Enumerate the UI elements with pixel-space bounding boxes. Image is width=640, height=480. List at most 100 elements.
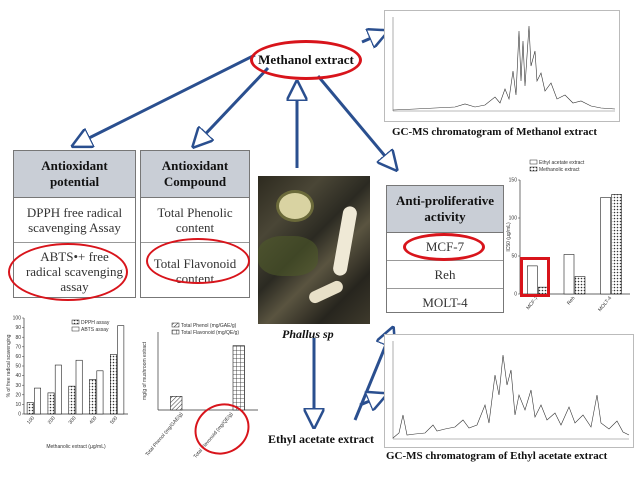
bar [68,385,76,415]
y-tick-label: 100 [509,216,518,222]
legend-swatch [71,326,80,332]
y-tick-label: 30 [15,383,21,389]
bar [26,402,34,415]
antioxidant-compound-header: Antioxidant Compound [141,151,249,198]
legend-swatch [529,159,538,165]
mushroom-cap [276,190,314,222]
y-axis-title: mg/g of mushroom extract [142,341,148,400]
x-tick-label: MCF-7 [525,295,540,311]
dpph-line-1: DPPH free radical [26,205,123,220]
gcms-top-chromatogram [384,10,620,122]
bar [170,396,183,411]
legend-label: Ethyl acetate extract [539,160,585,166]
antiproliferative-header: Anti-proliferative activity [387,186,503,233]
x-axis-title: Methanolic extract (µg/mL) [46,444,106,450]
antioxidant-compound-title-1: Antioxidant [161,158,229,173]
x-tick-label: 300 [68,415,78,425]
gcms-bottom-caption: GC-MS chromatogram of Ethyl acetate extr… [386,450,608,462]
antioxidant-potential-title-2: potential [49,174,100,189]
phenolic-line-1: Total Phenolic [157,205,233,220]
bar [34,387,41,415]
legend-swatch [529,166,538,172]
y-tick-label: 60 [15,354,21,360]
abts-highlight-oval [8,243,128,301]
specimen-caption: Phallus sp [282,327,334,341]
y-tick-label: 150 [509,178,518,184]
y-tick-label: 80 [15,335,21,341]
legend-swatch [171,329,180,335]
x-tick-label: Reh [566,295,577,306]
y-tick-label: 50 [511,254,517,260]
phenolic-line-2: content [175,220,215,235]
x-tick-label: 500 [109,415,119,425]
x-tick-label: 100 [26,415,36,425]
mcf7-bar-highlight [520,257,550,297]
bar [110,354,117,415]
bar [96,370,104,415]
arrow-to-antiproliferative [316,75,395,168]
flavonoid-highlight-oval [146,238,250,284]
dpph-line-2: scavenging Assay [28,220,121,235]
bar [89,379,97,415]
antioxidant-compound-title-2: Compound [163,174,227,189]
antiproliferative-title-2: activity [424,209,466,224]
y-tick-label: 70 [15,344,21,350]
cell-line-reh: Reh [387,261,503,289]
legend-label: DPPH assay [81,320,110,326]
legend-label: Total Phenol (mg/GAE/g) [181,323,237,329]
x-tick-label: Total Phenol (mg/GAE/g) [144,411,184,457]
bar [563,254,575,295]
arrow-to-antioxidant-compound [195,66,270,145]
y-tick-label: 20 [15,392,21,398]
legend-label: Methanolic extract [539,167,580,173]
x-tick-label: 200 [47,415,57,425]
ethyl-acetate-label: Ethyl acetate extract [268,432,374,446]
mcf7-highlight-oval [403,233,485,261]
y-axis-title: IC50 (µg/mL) [506,222,512,252]
y-tick-label: 0 [514,292,517,298]
total-phenolic-cell: Total Phenolic content [141,198,249,243]
cell-line-molt4: MOLT-4 [422,294,468,310]
methanol-extract-oval: Methanol extract [250,40,362,80]
y-tick-label: 90 [15,325,21,331]
y-tick-label: 50 [15,364,21,370]
compound-chart: Total Phenol (mg/GAE/g)Total Flavonoid (… [142,322,258,460]
bar [47,392,55,415]
gcms-bottom-chromatogram [384,334,634,448]
bar [54,364,62,415]
methanol-extract-label: Methanol extract [258,52,354,67]
gcms-top-line [392,25,616,111]
legend-swatch [171,322,180,328]
y-tick-label: 100 [13,316,22,322]
gcms-bottom-trace [392,341,630,440]
y-axis-title: % of free radical scavenging [6,334,12,397]
bar [574,276,586,295]
bar [232,345,245,411]
bar [611,194,622,295]
antioxidant-potential-header: Antioxidant potential [14,151,135,198]
moss-patch [258,236,318,276]
gcms-top-trace [392,17,616,112]
bar [117,325,125,415]
gcms-bottom-line [392,354,630,439]
x-tick-label: 400 [88,415,98,425]
arrow-to-gcms-top [361,32,385,42]
legend-label: Total Flavonoid (mg/QE/g) [181,330,239,336]
gcms-top-caption: GC-MS chromatogram of Methanol extract [392,126,598,138]
phallus-specimen-photo [258,176,370,324]
mushroom-stalk-2 [307,278,345,306]
arrow-to-antioxidant-potential [75,53,256,145]
dpph-assay-cell: DPPH free radical scavenging Assay [14,198,135,243]
y-tick-label: 40 [15,373,21,379]
bar [75,359,83,415]
legend-swatch [71,319,80,325]
bar [600,197,611,295]
mushroom-stalk-1 [332,205,358,277]
antioxidant-potential-title-1: Antioxidant [41,158,108,173]
legend-label: ABTS assay [81,327,109,333]
arrow-ethyl-to-gcms-bottom [359,395,384,405]
bar [527,265,538,295]
